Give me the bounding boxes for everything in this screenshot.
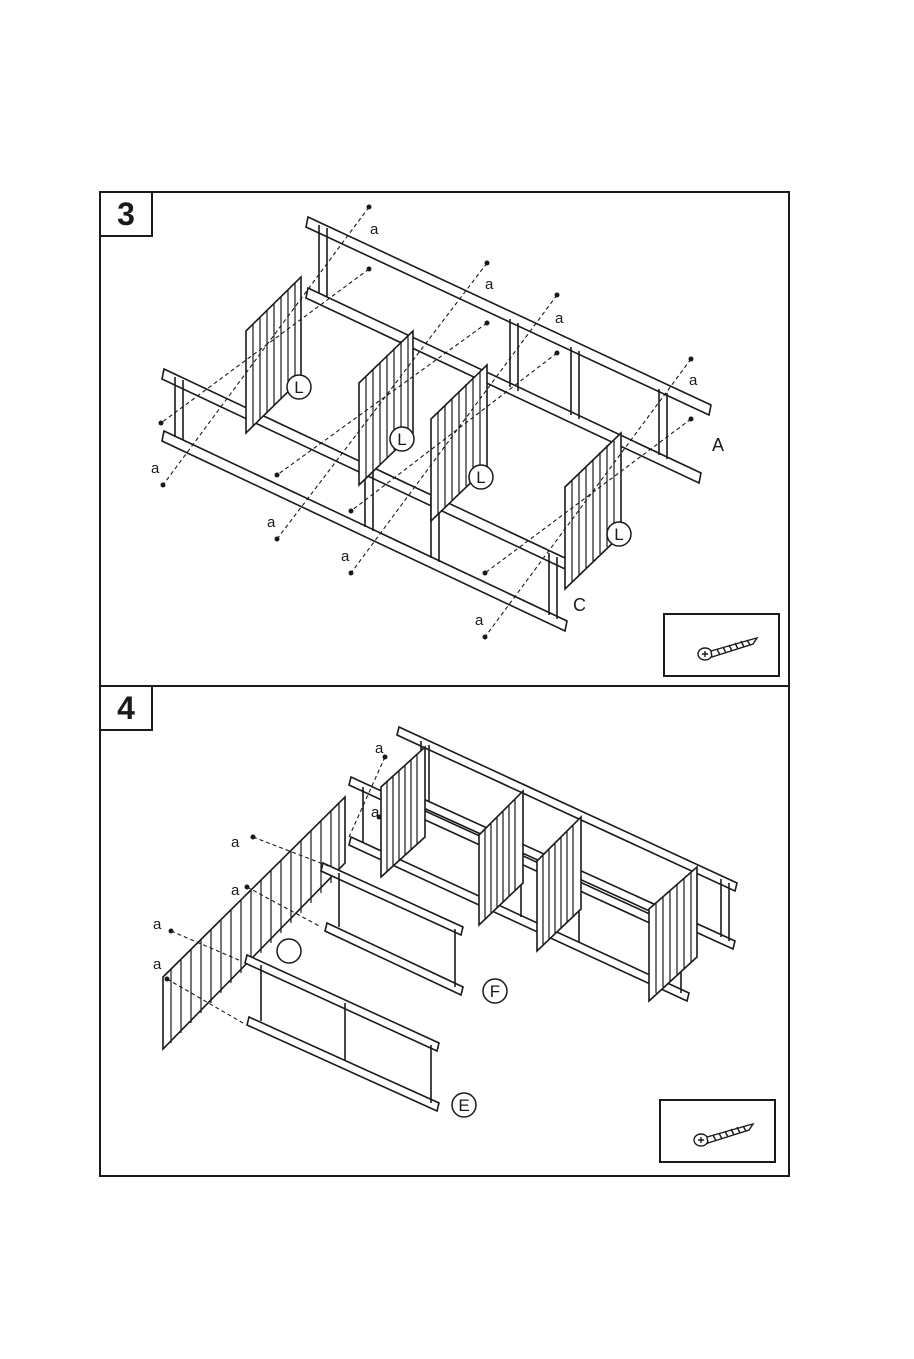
hardware-label: a: [231, 834, 240, 851]
hardware-label: a: [267, 514, 276, 531]
part-label-f: F: [490, 982, 500, 1001]
part-label-a: A: [712, 435, 724, 455]
hardware-label: a: [151, 460, 160, 477]
slat-panel: [246, 277, 621, 589]
frame-e: [245, 955, 439, 1111]
hardware-label: a: [153, 956, 162, 973]
part-label-l: L: [397, 430, 406, 449]
hardware-label: a: [375, 740, 384, 757]
part-label-e: E: [458, 1096, 469, 1115]
part-marker-empty: [277, 939, 301, 963]
part-label-l: L: [294, 378, 303, 397]
hardware-label: a: [371, 804, 380, 821]
hardware-label: a: [475, 612, 484, 629]
part-label-c: C: [573, 595, 586, 615]
hardware-label: a: [341, 548, 350, 565]
screw-markers: [159, 205, 694, 640]
hardware-box: [659, 1099, 776, 1163]
hardware-label: a: [689, 372, 698, 389]
hardware-label: a: [231, 882, 240, 899]
hardware-box: [663, 613, 780, 677]
wood-screw-icon: [665, 615, 778, 675]
wood-screw-icon: [661, 1101, 774, 1161]
hardware-label: a: [370, 221, 379, 238]
part-label-l: L: [476, 468, 485, 487]
step-3-panel: 3: [101, 193, 788, 687]
hardware-label: a: [153, 916, 162, 933]
hardware-label: a: [485, 276, 494, 293]
hardware-label: a: [555, 310, 564, 327]
instruction-sheet: 3: [99, 191, 790, 1177]
part-label-l: L: [614, 525, 623, 544]
step-4-panel: 4: [101, 687, 788, 1175]
